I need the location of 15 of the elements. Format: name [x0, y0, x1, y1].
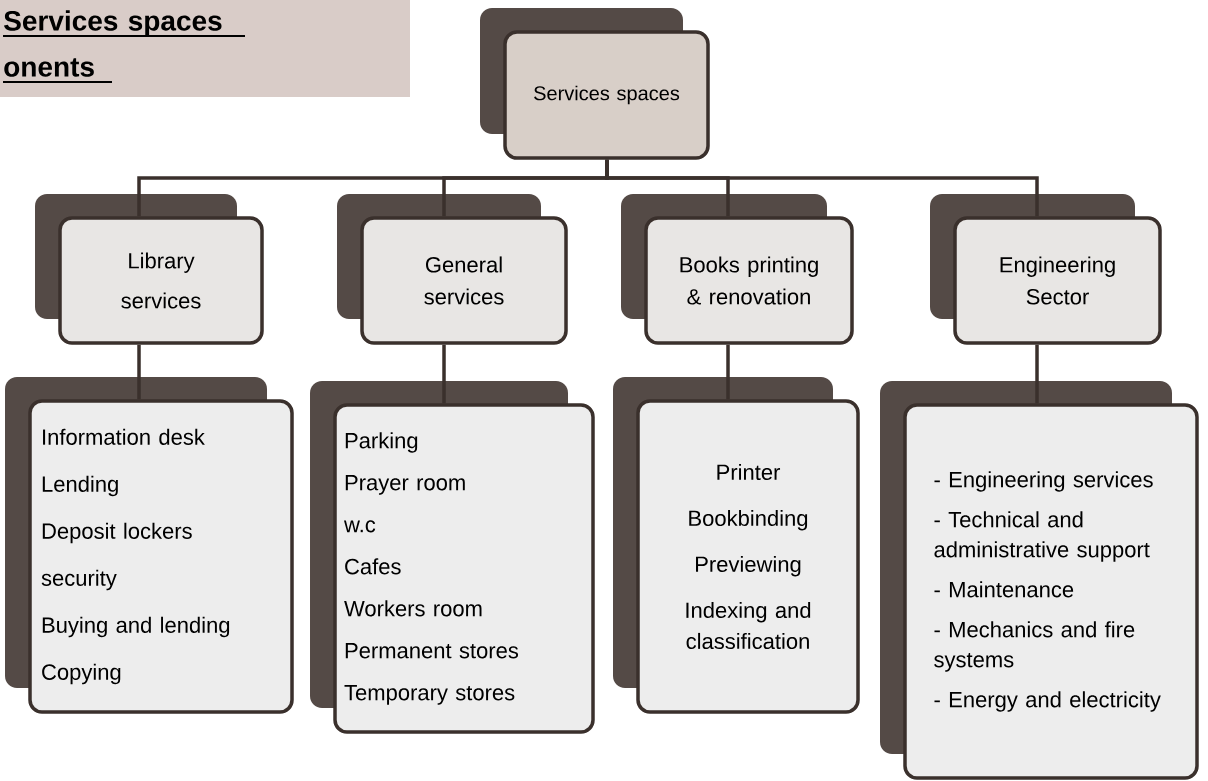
chart-box: Services spaces — [480, 8, 710, 160]
chart-box: Engineering Sector — [930, 194, 1162, 345]
chart-box: Printer Bookbinding Previewing Indexing and classification — [613, 377, 860, 714]
title-banner: Services spaces onents — [0, 0, 410, 97]
connector-line — [1035, 344, 1039, 404]
connector-line — [726, 344, 730, 400]
connector-line — [442, 344, 446, 404]
chart-box: Information desk Lending Deposit lockers security Buying and lending Copying — [5, 377, 294, 714]
connector-line — [137, 344, 141, 400]
chart-box: Parking Prayer room w.c Cafes Workers room Permanent stores Temporary stores — [310, 381, 595, 734]
chart-box: Library services — [35, 194, 264, 345]
chart-box: Books printing & renovation — [621, 194, 854, 345]
connector-line — [605, 159, 1039, 217]
chart-box: General services — [337, 194, 568, 345]
chart-box: - Engineering services - Technical and administrative support - Maintenance - Mechanics and fire systems - Energy and electricity — [880, 381, 1199, 780]
